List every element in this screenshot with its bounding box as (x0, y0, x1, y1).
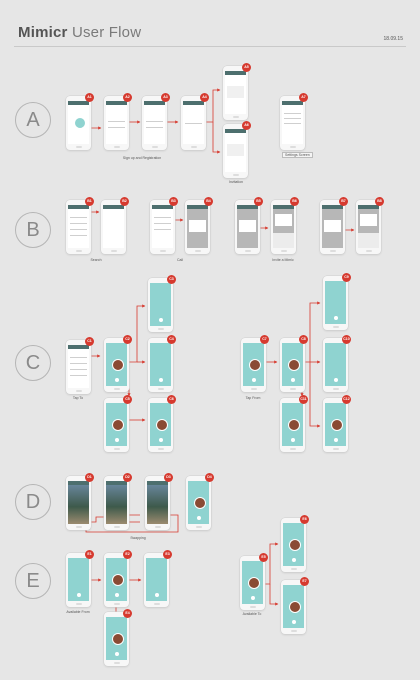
screen-badge: C6 (167, 395, 176, 404)
screen-a3: A3 (142, 93, 170, 150)
screen-e5: E5 (240, 553, 268, 610)
label-invitation: Invitation (228, 180, 244, 184)
screen-d2: D2 (104, 473, 132, 530)
screen-a7: A7 (280, 93, 308, 150)
screen-badge: A5 (242, 63, 251, 72)
label-available-to: Available To (242, 612, 262, 616)
screen-b3: B3 (150, 197, 178, 254)
screen-c8: C8 (280, 335, 308, 392)
screen-badge: B2 (120, 197, 129, 206)
label-call: Call (176, 258, 184, 262)
screen-a1: A1 (66, 93, 94, 150)
section-marker-b: B (15, 212, 51, 248)
screen-badge: D3 (164, 473, 173, 482)
screen-c3: C3 (148, 275, 176, 332)
screen-badge: A4 (200, 93, 209, 102)
screen-badge: A2 (123, 93, 132, 102)
screen-c5: C5 (104, 395, 132, 452)
screen-badge: D4 (205, 473, 214, 482)
section-marker-a: A (15, 102, 51, 138)
screen-badge: A3 (161, 93, 170, 102)
screen-e7: E7 (281, 577, 309, 634)
screen-badge: D2 (123, 473, 132, 482)
screen-badge: E5 (259, 553, 268, 562)
screen-badge: B1 (85, 197, 94, 206)
screen-badge: A6 (242, 121, 251, 130)
screen-badge: E1 (85, 550, 94, 559)
screen-a2: A2 (104, 93, 132, 150)
label-invite: Invite a Mimic (272, 258, 294, 262)
label-tap-from: Tap From (245, 396, 261, 400)
label-settings-screen: Settings Screen (282, 152, 313, 158)
screen-c4: C4 (148, 335, 176, 392)
screen-b1: B1 (66, 197, 94, 254)
screen-d3: D3 (145, 473, 173, 530)
screen-c2: C2 (104, 335, 132, 392)
screen-badge: C10 (342, 335, 351, 344)
screen-badge: E6 (300, 515, 309, 524)
brand-name: Mimicr (18, 24, 68, 41)
screen-b6: B6 (271, 197, 299, 254)
label-search: Search (90, 258, 102, 262)
screen-badge: C2 (123, 335, 132, 344)
label-sign-up: Sign up and Registration (122, 156, 162, 160)
screen-a4: A4 (181, 93, 209, 150)
screen-c10: C10 (323, 335, 351, 392)
screen-b5: B5 (235, 197, 263, 254)
screen-e3: E3 (144, 550, 172, 607)
screen-c9: C9 (323, 273, 351, 330)
screen-badge: C1 (85, 337, 94, 346)
screen-badge: B4 (204, 197, 213, 206)
section-marker-c: C (15, 345, 51, 381)
screen-b7: B7 (320, 197, 348, 254)
screen-c6: C6 (148, 395, 176, 452)
screen-badge: C4 (167, 335, 176, 344)
screen-badge: C11 (299, 395, 308, 404)
screen-badge: C3 (167, 275, 176, 284)
screen-c12: C12 (323, 395, 351, 452)
screen-c7: C7 (241, 335, 269, 392)
label-available-from: Available From (66, 610, 90, 614)
page-subtitle: User Flow (71, 24, 142, 41)
screen-badge: E3 (163, 550, 172, 559)
screen-badge: B7 (339, 197, 348, 206)
screen-b4: B4 (185, 197, 213, 254)
section-marker-e: E (15, 563, 51, 599)
screen-badge: E7 (300, 577, 309, 586)
screen-badge: B3 (169, 197, 178, 206)
label-tap-to: Tap To (72, 396, 84, 400)
screen-badge: B6 (290, 197, 299, 206)
screen-badge: C9 (342, 273, 351, 282)
screen-b8: B8 (356, 197, 384, 254)
screen-badge: B8 (375, 197, 384, 206)
screen-badge: C5 (123, 395, 132, 404)
screen-badge: E2 (123, 550, 132, 559)
screen-c11: C11 (280, 395, 308, 452)
screen-badge: A1 (85, 93, 94, 102)
date-stamp: 18.09.15 (383, 36, 403, 42)
screen-badge: A7 (299, 93, 308, 102)
page-title: Mimicr User Flow (18, 24, 141, 41)
section-marker-d: D (15, 484, 51, 520)
screen-e4: E4 (104, 609, 132, 666)
screen-badge: D1 (85, 473, 94, 482)
screen-a5: A5 (223, 63, 251, 120)
screen-badge: B5 (254, 197, 263, 206)
screen-d4: D4 (186, 473, 214, 530)
screen-b2: B2 (101, 197, 129, 254)
screen-d1: D1 (66, 473, 94, 530)
screen-e2: E2 (104, 550, 132, 607)
screen-badge: C7 (260, 335, 269, 344)
screen-e1: E1 (66, 550, 94, 607)
screen-a6: A6 (223, 121, 251, 178)
screen-badge: E4 (123, 609, 132, 618)
screen-e6: E6 (281, 515, 309, 572)
screen-badge: C8 (299, 335, 308, 344)
screen-badge: C12 (342, 395, 351, 404)
screen-c1: C1 (66, 337, 94, 394)
header-divider (14, 46, 406, 47)
label-swapping: Swapping (130, 536, 146, 540)
